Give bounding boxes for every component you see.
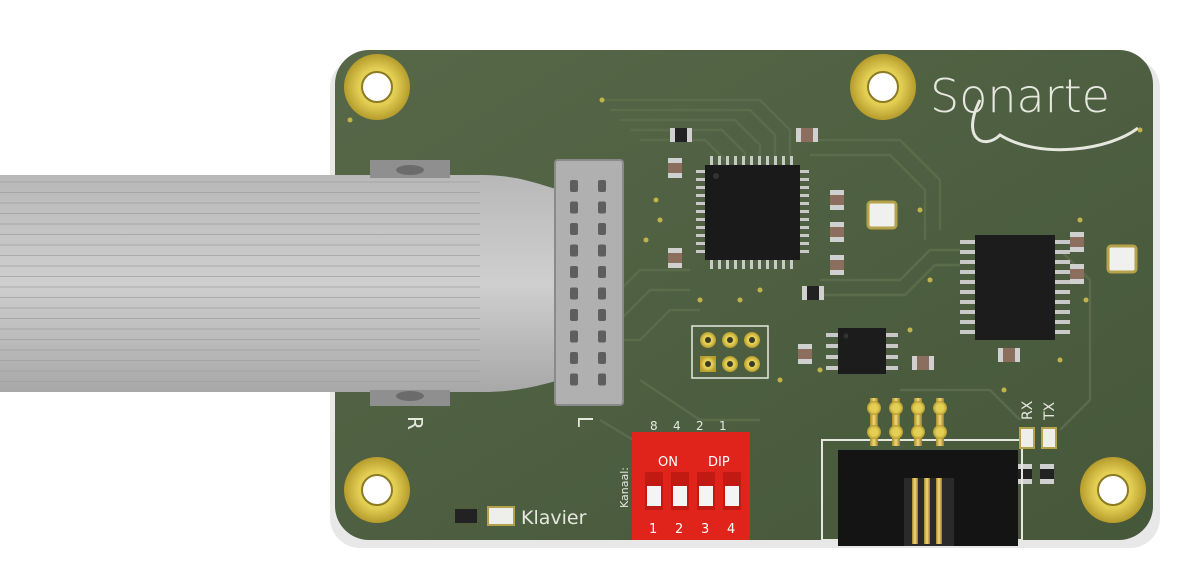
dip-weight-label: 1 xyxy=(719,419,727,433)
microcontroller-chip xyxy=(696,156,809,269)
brand-logo: Sonarte xyxy=(930,69,1110,123)
smd-part xyxy=(1070,232,1084,252)
header-pin xyxy=(870,398,878,446)
idc-pin xyxy=(598,180,606,192)
soic-chip-large xyxy=(960,235,1070,340)
resistor-klavier xyxy=(455,509,477,523)
dip-number: 4 xyxy=(727,522,735,537)
header-pin xyxy=(914,398,922,446)
smd-part xyxy=(830,222,844,242)
dip-weight-label: 4 xyxy=(673,419,681,433)
smd-part xyxy=(670,128,692,142)
dip-weight-label: 2 xyxy=(696,419,704,433)
led-rx-label: RX xyxy=(1020,400,1036,420)
header-pin xyxy=(936,478,942,544)
dip-dip-label: DIP xyxy=(708,455,730,470)
idc-pin xyxy=(570,244,578,257)
idc-pin xyxy=(598,244,606,257)
idc-pin xyxy=(598,330,606,343)
idc-pin xyxy=(570,266,578,278)
dip-number: 3 xyxy=(701,522,709,537)
dip-lever[interactable] xyxy=(699,486,713,506)
mounting-hole-tr xyxy=(850,54,916,120)
soic-chip-small xyxy=(826,328,898,374)
led-tx xyxy=(1041,427,1057,449)
led-rx xyxy=(1019,427,1035,449)
idc-pin xyxy=(570,373,578,386)
idc-pin xyxy=(570,180,578,192)
idc-pin xyxy=(598,309,606,321)
pcb-board xyxy=(335,50,1153,540)
smd-part xyxy=(796,128,818,142)
dip-lever[interactable] xyxy=(647,486,661,506)
connector-l-label: L xyxy=(573,416,597,428)
dip-lever[interactable] xyxy=(673,486,687,506)
vias xyxy=(347,97,1143,393)
mounting-hole-br xyxy=(1080,457,1146,523)
led-klavier xyxy=(487,506,515,526)
idc-pin xyxy=(570,330,578,343)
idc-pin xyxy=(598,287,606,300)
connector-r-label: R xyxy=(403,416,427,430)
idc-pin xyxy=(598,373,606,386)
connector-l xyxy=(554,159,624,406)
crystal-1 xyxy=(866,200,898,230)
smd-part xyxy=(668,158,682,178)
boxed-header xyxy=(821,398,1023,546)
idc-pin xyxy=(598,223,606,235)
mounting-hole-tl xyxy=(344,54,410,120)
dip-number: 2 xyxy=(675,522,683,537)
dip-lever[interactable] xyxy=(725,486,739,506)
idc-pin xyxy=(570,223,578,235)
kanaal-label: Kanaal: xyxy=(618,467,631,508)
idc-pin xyxy=(570,287,578,300)
header-pin xyxy=(936,398,944,446)
led-tx-label: TX xyxy=(1042,401,1058,421)
idc-pin xyxy=(570,352,578,364)
idc-pin xyxy=(598,266,606,278)
ribbon-cable xyxy=(0,175,560,392)
smd-part xyxy=(912,356,934,370)
idc-pin xyxy=(570,201,578,214)
mounting-hole-bl xyxy=(344,457,410,523)
smd-part xyxy=(998,348,1020,362)
smd-part xyxy=(668,248,682,268)
smd-part xyxy=(798,344,812,364)
smd-part xyxy=(1018,464,1032,484)
smd-part xyxy=(830,190,844,210)
header-pin xyxy=(912,478,918,544)
crystal-2 xyxy=(1106,244,1138,274)
smd-part xyxy=(1070,264,1084,284)
header-pin xyxy=(924,478,930,544)
dip-switch[interactable]: ON DIP 1 2 3 4 xyxy=(632,432,750,540)
icsp-header xyxy=(691,325,769,379)
idc-pin xyxy=(598,201,606,214)
smd-part xyxy=(802,286,824,300)
pcb-traces xyxy=(575,98,1092,452)
logo-swoosh xyxy=(971,99,1139,152)
dip-number: 1 xyxy=(649,522,657,537)
idc-pin xyxy=(598,352,606,364)
header-pin xyxy=(892,398,900,446)
dip-weight-label: 8 xyxy=(650,419,658,433)
dip-on-label: ON xyxy=(658,455,678,470)
led-klavier-label: Klavier xyxy=(521,507,587,529)
smd-part xyxy=(830,255,844,275)
idc-pin xyxy=(570,309,578,321)
connector-r xyxy=(370,160,450,406)
smd-part xyxy=(1040,464,1054,484)
